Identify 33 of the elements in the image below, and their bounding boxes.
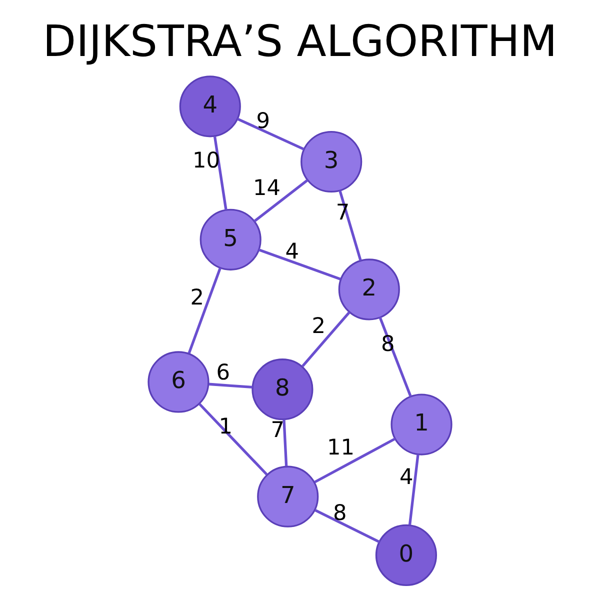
connector — [314, 509, 380, 544]
edge-label: 4 — [400, 464, 414, 490]
connector — [378, 316, 412, 398]
node-circle: 0 — [375, 524, 437, 586]
connector — [302, 311, 350, 367]
edge-label: 14 — [252, 176, 281, 201]
edge-label: 2 — [190, 286, 204, 311]
connector — [253, 179, 308, 222]
diagram-title: DIJKSTRA’S ALGORITHM — [42, 17, 558, 68]
connector — [188, 267, 222, 354]
node-circle: 4 — [179, 76, 241, 138]
node-circle: 3 — [300, 130, 362, 193]
edge-label: 9 — [256, 109, 270, 134]
connector — [236, 118, 304, 150]
edge-label: 7 — [270, 418, 285, 443]
node-circle: 7 — [257, 466, 319, 528]
edge-label: 11 — [326, 435, 354, 460]
connector — [408, 454, 420, 526]
node-circle: 8 — [252, 358, 314, 420]
node-circle: 5 — [200, 208, 262, 270]
node-circle: 6 — [148, 351, 210, 413]
connector — [282, 419, 288, 466]
connector — [198, 403, 268, 476]
edge-label: 2 — [312, 314, 326, 340]
connector — [258, 248, 341, 280]
connector — [208, 382, 252, 389]
connector — [213, 136, 228, 210]
edge-label: 6 — [216, 360, 230, 386]
connector — [314, 438, 396, 484]
edge-label: 4 — [285, 239, 300, 264]
node-circle: 1 — [390, 394, 452, 456]
edge-label: 8 — [333, 501, 347, 526]
node-circle: 2 — [338, 258, 400, 320]
